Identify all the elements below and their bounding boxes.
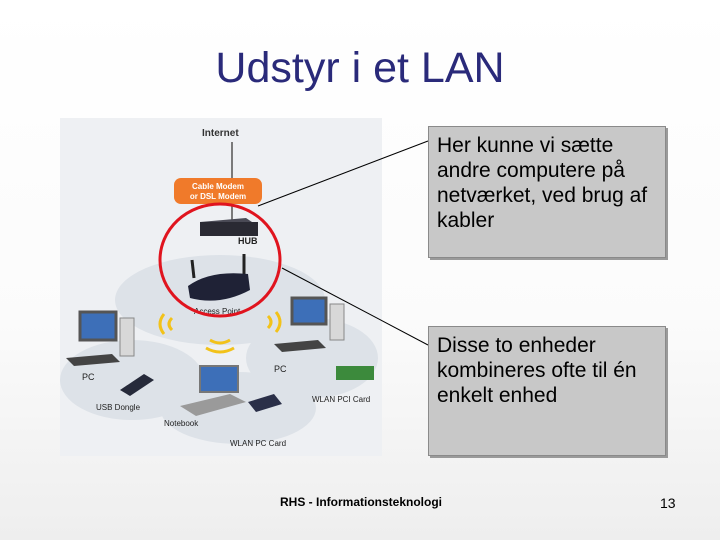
notebook-base (180, 394, 246, 416)
label-internet: Internet (202, 128, 239, 139)
label-modem-2: or DSL Modem (190, 192, 246, 201)
label-access-point: Access Point (194, 307, 241, 316)
label-pc-right: PC (274, 364, 287, 374)
usb-dongle-device (120, 374, 154, 396)
notebook-screen (199, 365, 239, 393)
label-pc-left: PC (82, 372, 95, 382)
pc-left-monitor (78, 310, 118, 342)
slide-footer: RHS - Informationsteknologi (280, 495, 442, 509)
label-wlan-pci: WLAN PCI Card (312, 395, 370, 404)
lan-diagram: Internet Cable Modem or DSL Modem HUB Ac… (60, 118, 382, 456)
callout-hub: Her kunne vi sætte andre computere på ne… (428, 126, 666, 258)
access-point-device (188, 273, 250, 301)
label-hub: HUB (238, 236, 258, 246)
wlan-pci-card-device (336, 366, 374, 380)
label-usb-dongle: USB Dongle (96, 403, 141, 412)
wlan-pc-card-device (248, 394, 282, 412)
highlight-circle (158, 202, 282, 318)
hub-device (200, 222, 258, 236)
pc-right-tower (329, 303, 345, 341)
label-modem-1: Cable Modem (192, 182, 244, 191)
pc-left-keyboard (66, 354, 120, 366)
pc-left-tower (119, 317, 135, 357)
slide-title: Udstyr i et LAN (215, 44, 505, 92)
ap-antenna-left (190, 259, 196, 279)
label-notebook: Notebook (164, 419, 199, 428)
wireless-waves (158, 311, 282, 354)
callout-combined-device: Disse to enheder kombineres ofte til én … (428, 326, 666, 456)
pc-right-monitor (290, 296, 328, 326)
page-number: 13 (660, 495, 676, 511)
modem-badge (174, 178, 262, 204)
label-wlan-pc-card: WLAN PC Card (230, 439, 286, 448)
